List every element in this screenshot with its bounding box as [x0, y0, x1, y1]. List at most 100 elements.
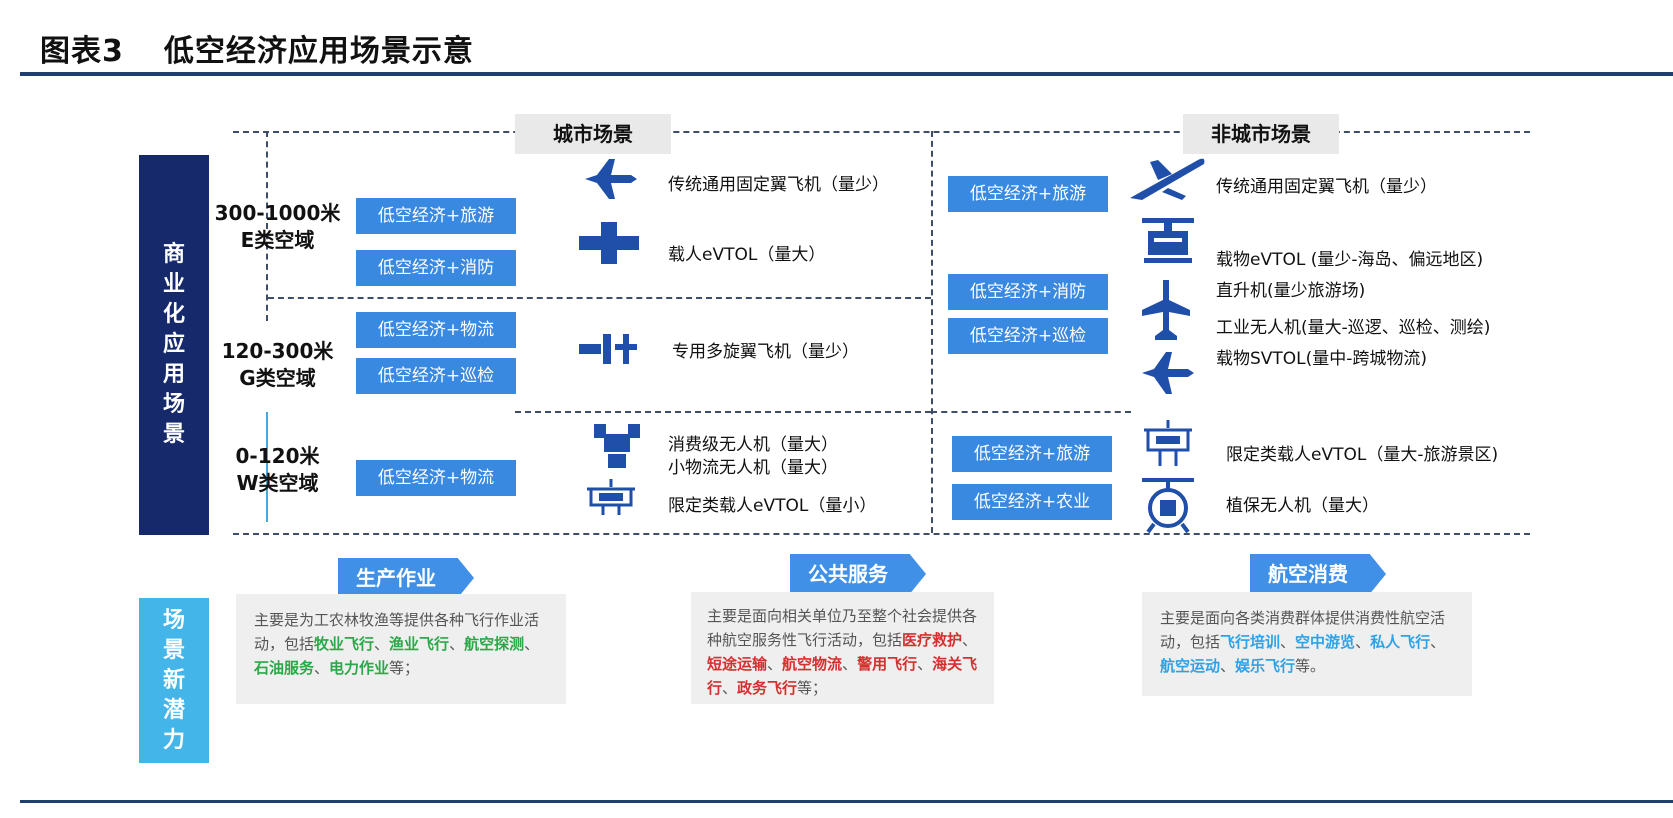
- nonurban-pill-tourism: 低空经济+旅游: [948, 176, 1108, 212]
- desc-sep: 、: [524, 635, 540, 653]
- side-label-commercial: 商 业 化 应 用 场 景: [139, 155, 209, 535]
- desc-sep: 、: [962, 631, 978, 649]
- urban-item-consumer-drone: 消费级无人机（量大）: [668, 435, 838, 455]
- nonurban-item-sv-tol: 载物SVTOL(量中-跨城物流): [1216, 349, 1428, 369]
- desc-highlight: 航空探测: [464, 635, 525, 653]
- dash-bottom: [233, 533, 1530, 535]
- side-char: 商: [162, 242, 185, 267]
- nonurban-pill-tourism-low: 低空经济+旅游: [952, 436, 1112, 472]
- consumer-drone-icon: [594, 424, 640, 468]
- urban-header: 城市场景: [515, 114, 671, 154]
- desc-highlight: 航空物流: [782, 655, 843, 673]
- dash-row-1: [268, 297, 931, 299]
- desc-intro: 主要是面向相关单位乃至整个社会提供各种航空服务性飞行活动，包括: [707, 607, 978, 649]
- urban-item-small-logistics: 小物流无人机（量大）: [668, 458, 838, 478]
- figure-title: 低空经济应用场景示意: [163, 34, 474, 69]
- band-range: 300-1000米: [214, 201, 341, 225]
- desc-highlight: 短途运输: [707, 655, 768, 673]
- desc-highlight: 私人飞行: [1370, 633, 1431, 651]
- desc-end: 等；: [389, 659, 420, 677]
- potential-title-production: 生产作业: [338, 558, 474, 598]
- band-e: 300-1000米 E类空域: [210, 200, 345, 254]
- desc-sep: 、: [722, 679, 738, 697]
- desc-end: 等。: [1295, 657, 1326, 675]
- fixed-wing-plane-icon: [585, 159, 637, 199]
- urban-item-multirotor: 专用多旋翼飞机（量少）: [672, 342, 859, 362]
- urban-item-passenger-evtol: 载人eVTOL（量大）: [668, 245, 826, 265]
- desc-sep: 、: [1430, 633, 1446, 651]
- side-char: 场: [162, 607, 185, 633]
- small-evtol-icon: [587, 479, 635, 515]
- desc-sep: 、: [842, 655, 858, 673]
- urban-pill-firefighting: 低空经济+消防: [356, 250, 516, 286]
- band-range: 0-120米: [235, 444, 320, 468]
- desc-highlight: 航空运动: [1160, 657, 1221, 675]
- band-class: G类空域: [239, 366, 316, 390]
- limited-evtol-icon: [1144, 420, 1192, 466]
- nonurban-item-limited-evtol: 限定类载人eVTOL（量大-旅游景区): [1226, 445, 1499, 465]
- dash-row-2-nonurban: [931, 411, 1131, 413]
- desc-sep: 、: [1280, 633, 1296, 651]
- nonurban-item-industrial-drone: 工业无人机(量大-巡逻、巡检、测绘): [1216, 318, 1491, 338]
- multirotor-icon: [579, 334, 637, 364]
- desc-sep: 、: [314, 659, 330, 677]
- dash-row-2-urban: [515, 411, 931, 413]
- side-char: 景: [162, 422, 185, 447]
- crop-spray-drone-icon: [1142, 478, 1194, 534]
- nonurban-item-crop-drone: 植保无人机（量大）: [1226, 496, 1379, 516]
- side-char: 新: [162, 667, 185, 693]
- side-char: 业: [162, 272, 185, 297]
- potential-desc-public: 主要是面向相关单位乃至整个社会提供各种航空服务性飞行活动，包括医疗救护、短途运输…: [691, 592, 994, 704]
- side-char: 场: [162, 392, 185, 417]
- potential-desc-production: 主要是为工农林牧渔等提供各种飞行作业活动，包括牧业飞行、渔业飞行、航空探测、石油…: [236, 594, 566, 704]
- page-title: 图表3 低空经济应用场景示意: [40, 26, 474, 70]
- desc-highlight: 渔业飞行: [389, 635, 450, 653]
- urban-pill-inspection: 低空经济+巡检: [356, 358, 516, 394]
- potential-title-consumer: 航空消费: [1250, 554, 1386, 594]
- side-char: 潜: [162, 697, 185, 723]
- desc-sep: 、: [449, 635, 465, 653]
- desc-sep: 、: [1220, 657, 1236, 675]
- desc-highlight: 海关飞行: [707, 655, 978, 697]
- nonurban-pill-agriculture: 低空经济+农业: [952, 484, 1112, 520]
- side-char: 力: [162, 727, 185, 753]
- desc-highlight: 电力作业: [329, 659, 390, 677]
- desc-end: 等；: [797, 679, 828, 697]
- sv-tol-icon: [1142, 352, 1194, 394]
- side-char: 应: [162, 332, 185, 357]
- solid-left: [266, 412, 268, 522]
- band-g: 120-300米 G类空域: [210, 338, 345, 392]
- desc-sep: 、: [1355, 633, 1371, 651]
- band-w: 0-120米 W类空域: [210, 443, 345, 497]
- desc-sep: 、: [374, 635, 390, 653]
- band-range: 120-300米: [221, 339, 334, 363]
- urban-item-limited-evtol: 限定类载人eVTOL（量小）: [668, 496, 877, 516]
- nonurban-item-fixed-wing: 传统通用固定翼飞机（量少）: [1216, 177, 1437, 197]
- urban-item-fixed-wing: 传统通用固定翼飞机（量少）: [668, 175, 889, 195]
- nonurban-item-cargo-evtol: 载物eVTOL (量少-海岛、偏远地区): [1216, 250, 1484, 270]
- desc-highlight: 警用飞行: [857, 655, 918, 673]
- dash-top: [233, 131, 1530, 133]
- desc-intro: 主要是面向各类消费群体提供消费性航空活动，包括: [1160, 609, 1446, 651]
- potential-title-public: 公共服务: [790, 554, 926, 594]
- nonurban-pill-firefighting: 低空经济+消防: [948, 274, 1108, 310]
- desc-highlight: 飞行培训: [1220, 633, 1281, 651]
- urban-pill-logistics-low: 低空经济+物流: [356, 460, 516, 496]
- side-label-potential: 场 景 新 潜 力: [139, 598, 209, 763]
- desc-highlight: 娱乐飞行: [1235, 657, 1296, 675]
- nonurban-header: 非城市场景: [1183, 114, 1339, 154]
- potential-desc-consumer: 主要是面向各类消费群体提供消费性航空活动，包括飞行培训、空中游览、私人飞行、航空…: [1142, 592, 1472, 696]
- urban-pill-tourism: 低空经济+旅游: [356, 198, 516, 234]
- desc-highlight: 石油服务: [254, 659, 315, 677]
- airliner-icon: [1130, 158, 1205, 200]
- side-char: 景: [162, 637, 185, 663]
- desc-sep: 、: [917, 655, 933, 673]
- band-class: E类空域: [240, 228, 315, 252]
- urban-pill-logistics: 低空经济+物流: [356, 312, 516, 348]
- cargo-evtol-icon: [1142, 218, 1194, 263]
- dash-left: [266, 131, 268, 321]
- figure-number: 图表3: [40, 34, 124, 69]
- band-class: W类空域: [236, 471, 319, 495]
- helicopter-icon: [1142, 280, 1190, 340]
- desc-intro: 主要是为工农林牧渔等提供各种飞行作业活动，包括: [254, 611, 540, 653]
